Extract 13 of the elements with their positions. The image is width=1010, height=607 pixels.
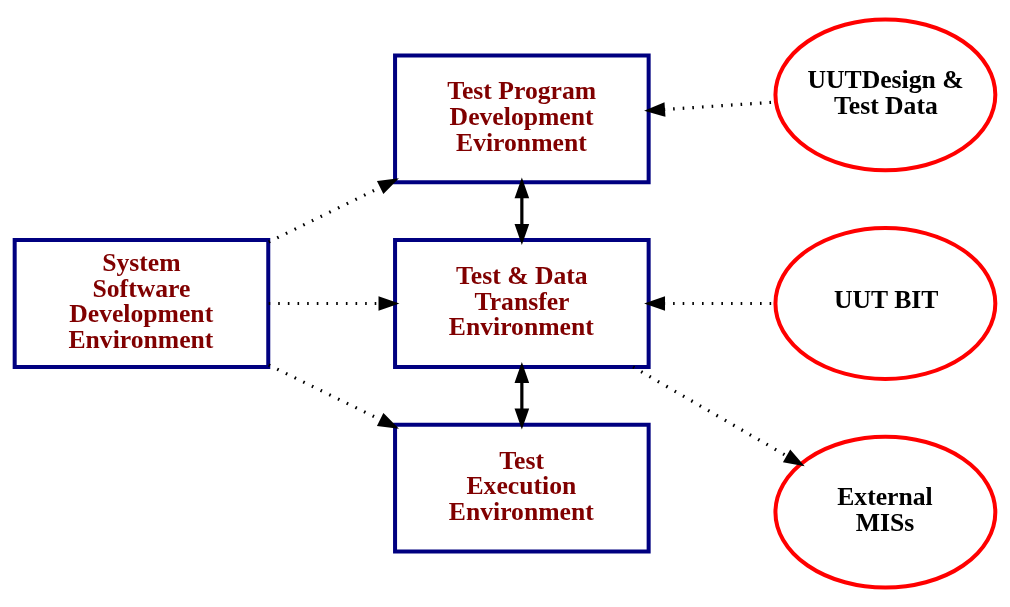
node-ellipse: External MISs [773, 434, 998, 590]
node-box: Test & Data Transfer Environment [393, 238, 651, 369]
node-ellipse: UUT BIT [773, 226, 998, 381]
arrow [268, 296, 400, 311]
node-ellipse: UUTDesign & Test Data [773, 17, 998, 173]
arrow [514, 177, 530, 245]
node-box: Test Program Development Evironment [393, 53, 651, 185]
arrow [267, 178, 399, 244]
node-box: Test Execution Environment [393, 422, 651, 554]
arrow [514, 362, 530, 430]
arrow [267, 363, 399, 429]
node-box: System Software Development Environment [12, 238, 271, 369]
arrow [632, 365, 805, 467]
